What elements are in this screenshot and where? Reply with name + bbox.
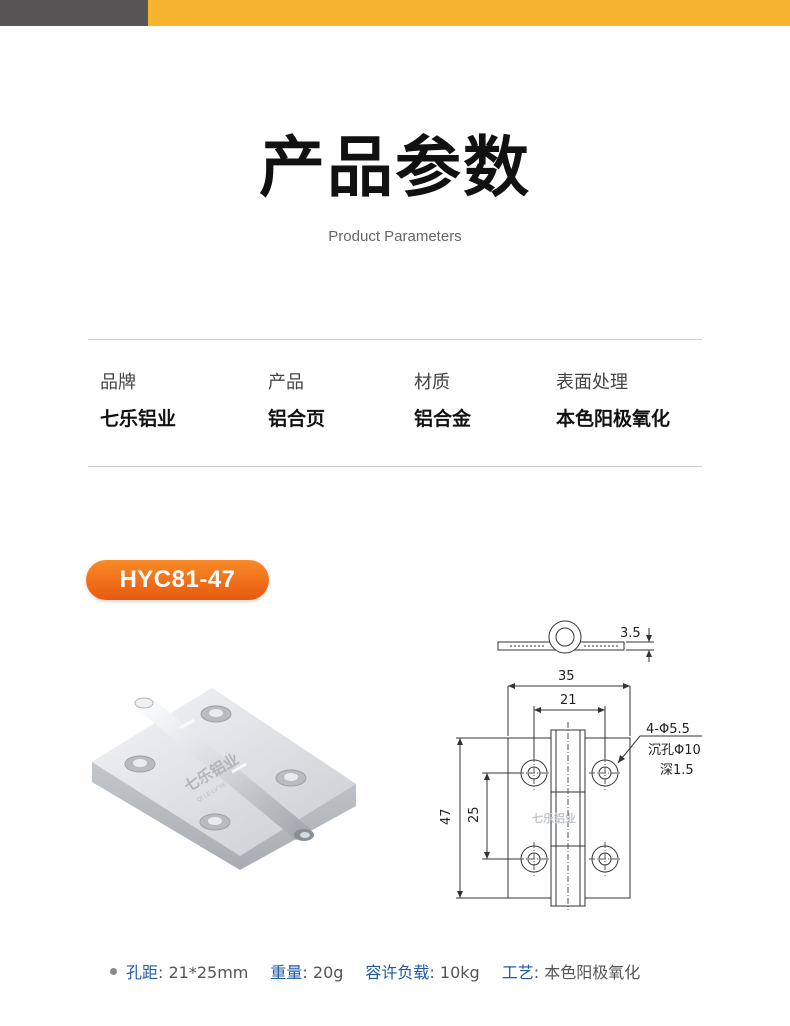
top-bar-accent-segment: [148, 0, 790, 26]
dim-width: 35: [558, 669, 575, 684]
top-bar-dark-segment: [0, 0, 148, 26]
spec-product-label: 产品: [268, 372, 304, 393]
dim-thickness: 3.5: [620, 626, 641, 641]
spec-product: 产品 铝合页: [268, 372, 325, 430]
spec-top-divider: [88, 339, 702, 340]
spec-bottom-divider: [88, 466, 702, 467]
spec-finish: 表面处理 本色阳极氧化: [556, 372, 670, 430]
spec-brand-value: 七乐铝业: [100, 408, 177, 430]
top-color-bar: [0, 0, 790, 26]
hinge-product-image: 七乐铝业 QI LE LV YE: [92, 688, 356, 870]
parameter-summary: 孔距: 21*25mm 重量: 20g 容许负载: 10kg 工艺: 本色阳极氧…: [110, 958, 730, 984]
bullet-icon: [110, 967, 117, 975]
technical-drawing: 3.5 35 21 47 25 4-Φ5.5 沉孔Φ10 深1.5 七乐铝业: [439, 620, 702, 910]
dim-height: 47: [439, 808, 454, 825]
hole-note-line1: 4-Φ5.5: [646, 722, 690, 737]
spec-material-value: 铝合金: [414, 408, 472, 430]
param-process: 工艺: 本色阳极氧化: [501, 963, 641, 982]
dim-hole-spacing-x: 21: [560, 693, 577, 708]
spec-finish-value: 本色阳极氧化: [556, 408, 671, 430]
param-weight: 重量: 20g: [270, 963, 344, 982]
hole-note-line2: 沉孔Φ10: [648, 743, 701, 758]
spec-material: 材质 铝合金: [414, 372, 471, 430]
spec-brand-label: 品牌: [100, 372, 136, 393]
drawing-watermark: 七乐铝业: [532, 811, 576, 825]
model-badge: HYC81-47: [86, 560, 269, 600]
spec-product-value: 铝合页: [268, 408, 326, 430]
param-hole-spacing: 孔距: 21*25mm: [126, 963, 249, 982]
hole-note-line3: 深1.5: [660, 763, 694, 778]
param-load: 容许负载: 10kg: [365, 963, 480, 982]
dim-hole-spacing-y: 25: [467, 806, 482, 823]
spec-material-label: 材质: [414, 372, 450, 393]
section-title: 产品参数: [259, 129, 531, 206]
spec-finish-label: 表面处理: [556, 372, 628, 393]
spec-brand: 品牌 七乐铝业: [100, 372, 176, 430]
section-subtitle: Product Parameters: [328, 228, 462, 245]
